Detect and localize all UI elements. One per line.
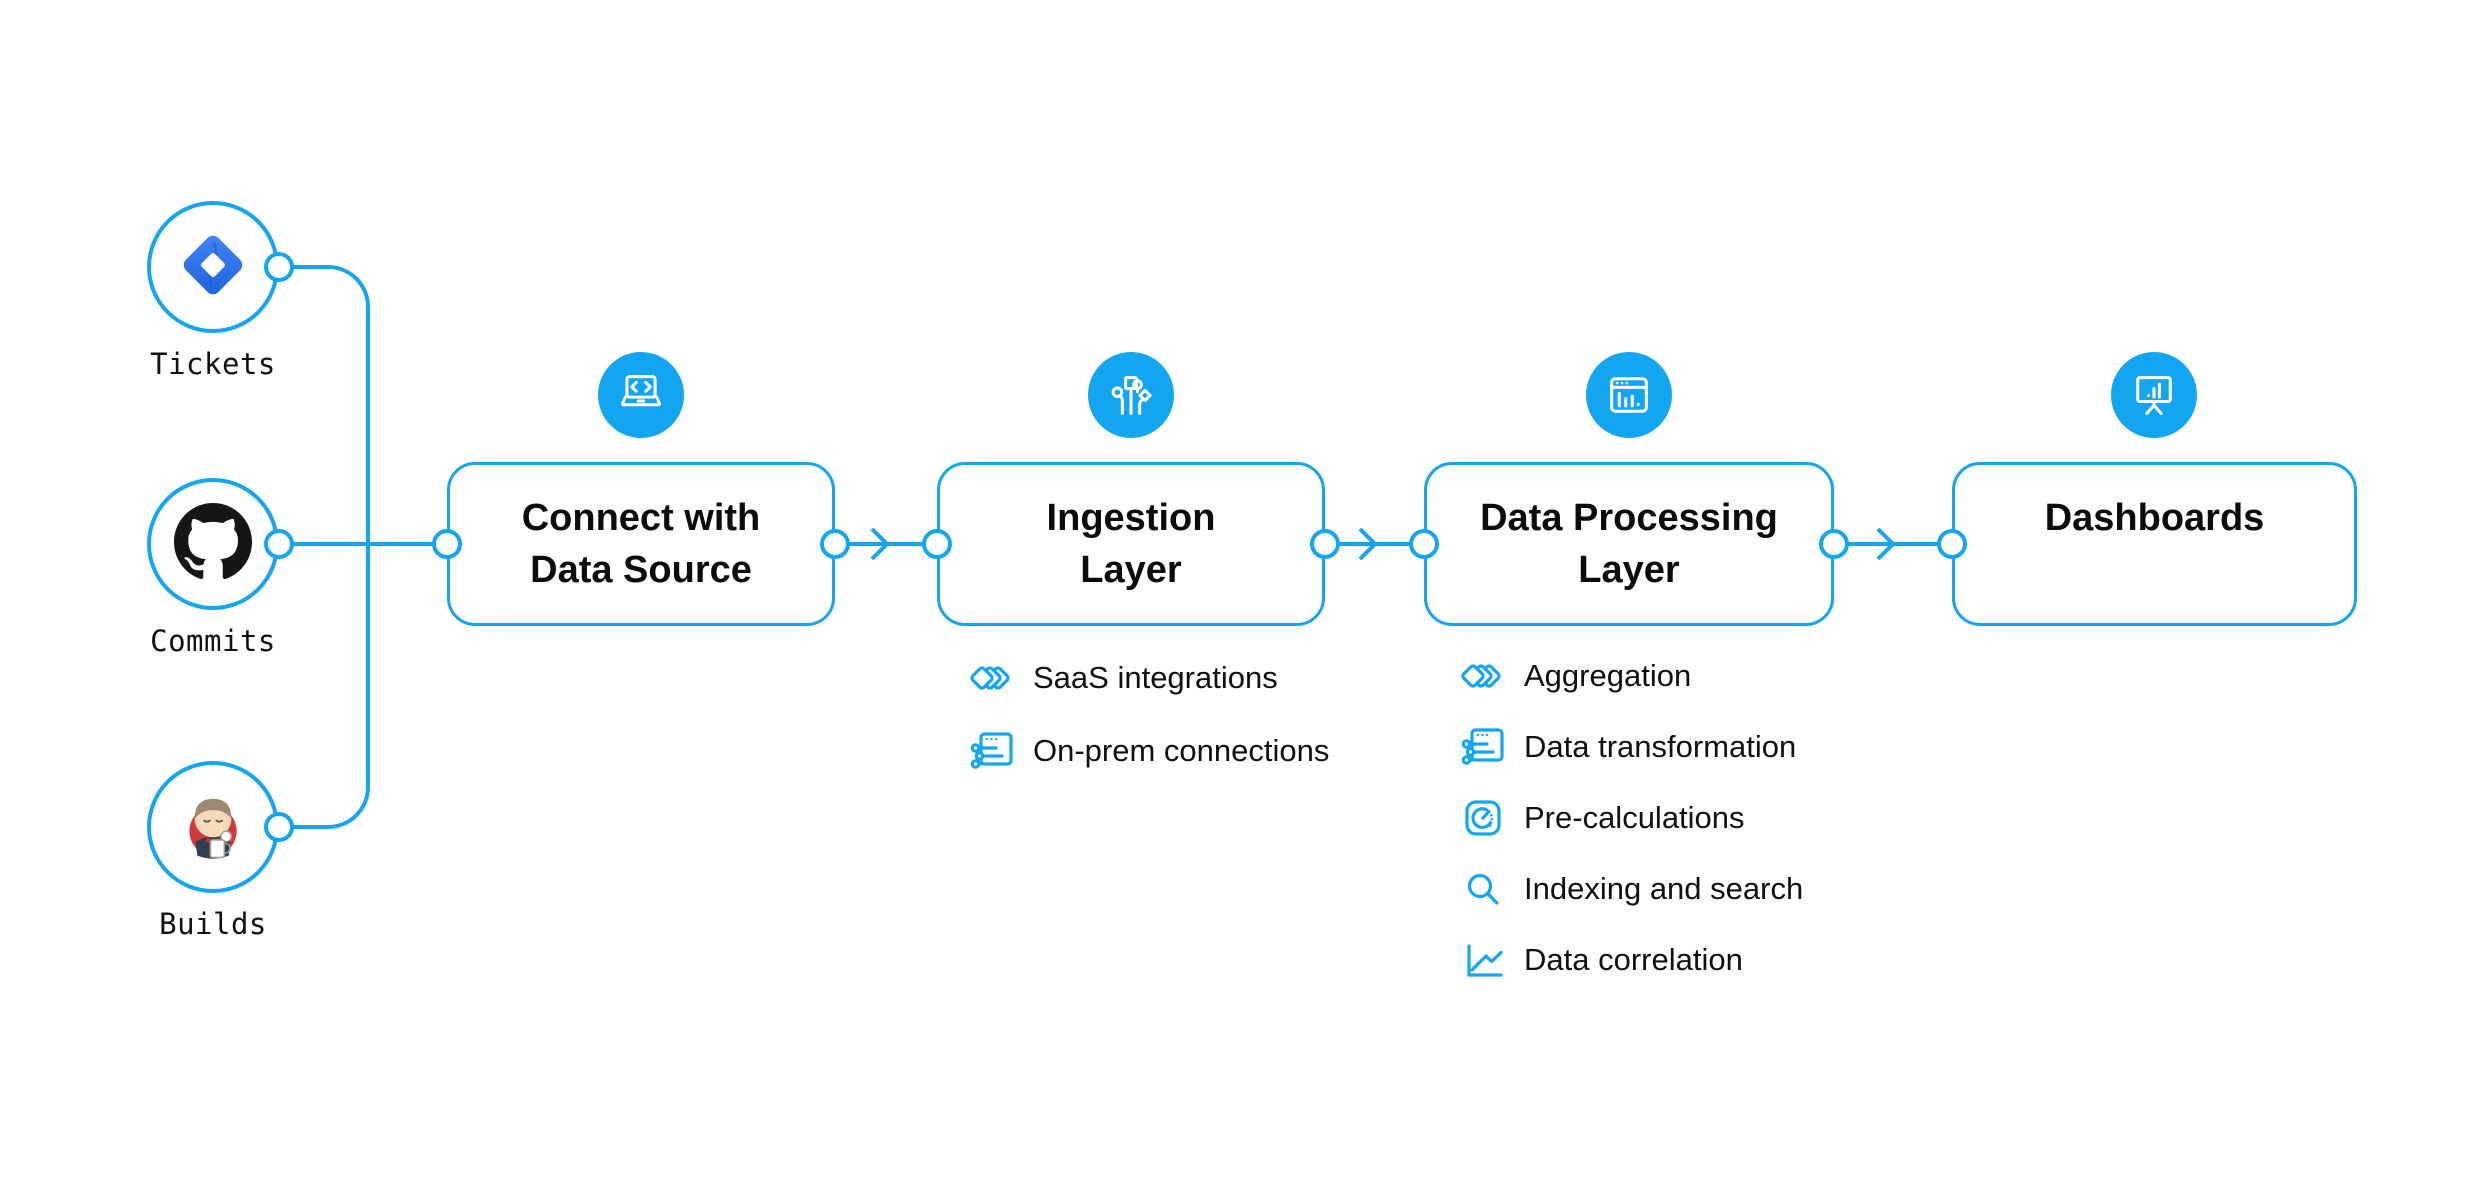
list-item: Pre-calculations bbox=[1460, 782, 1803, 853]
list-item: Indexing and search bbox=[1460, 853, 1803, 924]
item-label: Aggregation bbox=[1524, 657, 1692, 693]
list-item: Data transformation bbox=[1460, 711, 1803, 782]
stage-title: Ingestion Layer bbox=[1046, 497, 1216, 591]
source-node-commits bbox=[147, 478, 279, 610]
line-chart-icon bbox=[1460, 937, 1506, 983]
ingestion-item-list: SaaS integrations On-prem connections bbox=[969, 641, 1329, 787]
laptop-code-icon bbox=[598, 352, 684, 438]
item-label: Data correlation bbox=[1524, 941, 1743, 977]
jenkins-icon bbox=[171, 783, 255, 872]
github-icon bbox=[174, 502, 252, 586]
source-node-builds bbox=[147, 761, 279, 893]
presentation-chart-icon bbox=[2111, 352, 2197, 438]
stage-box-processing: Data Processing Layer bbox=[1424, 462, 1834, 626]
window-sliders-icon bbox=[969, 728, 1015, 774]
stage-title: Dashboards bbox=[2044, 497, 2265, 539]
list-item: On-prem connections bbox=[969, 714, 1329, 787]
stage-box-ingestion: Ingestion Layer bbox=[937, 462, 1325, 626]
item-label: Data transformation bbox=[1524, 728, 1797, 764]
source-node-tickets bbox=[147, 201, 279, 333]
circuit-icon bbox=[1088, 352, 1174, 438]
gauge-icon bbox=[1460, 795, 1506, 841]
item-label: Indexing and search bbox=[1524, 870, 1804, 906]
item-label: Pre-calculations bbox=[1524, 799, 1745, 835]
list-item: Data correlation bbox=[1460, 924, 1803, 995]
window-chart-icon bbox=[1586, 352, 1672, 438]
search-icon bbox=[1460, 866, 1506, 912]
window-sliders-icon bbox=[1460, 724, 1506, 770]
diamond-stack-icon bbox=[969, 655, 1015, 701]
item-label: SaaS integrations bbox=[1033, 659, 1278, 695]
source-label-commits: Commits bbox=[150, 624, 276, 658]
diamond-stack-icon bbox=[1460, 653, 1506, 699]
list-item: Aggregation bbox=[1460, 640, 1803, 711]
item-label: On-prem connections bbox=[1033, 732, 1330, 768]
source-label-builds: Builds bbox=[159, 907, 267, 941]
processing-item-list: Aggregation Data transformation bbox=[1460, 640, 1803, 995]
stage-box-dashboards: Dashboards bbox=[1952, 462, 2357, 626]
stage-box-connect: Connect with Data Source bbox=[447, 462, 835, 626]
stage-title: Data Processing Layer bbox=[1480, 497, 1778, 591]
list-item: SaaS integrations bbox=[969, 641, 1329, 714]
stage-title: Connect with Data Source bbox=[521, 497, 761, 591]
jira-icon bbox=[172, 224, 254, 311]
source-label-tickets: Tickets bbox=[150, 347, 276, 381]
